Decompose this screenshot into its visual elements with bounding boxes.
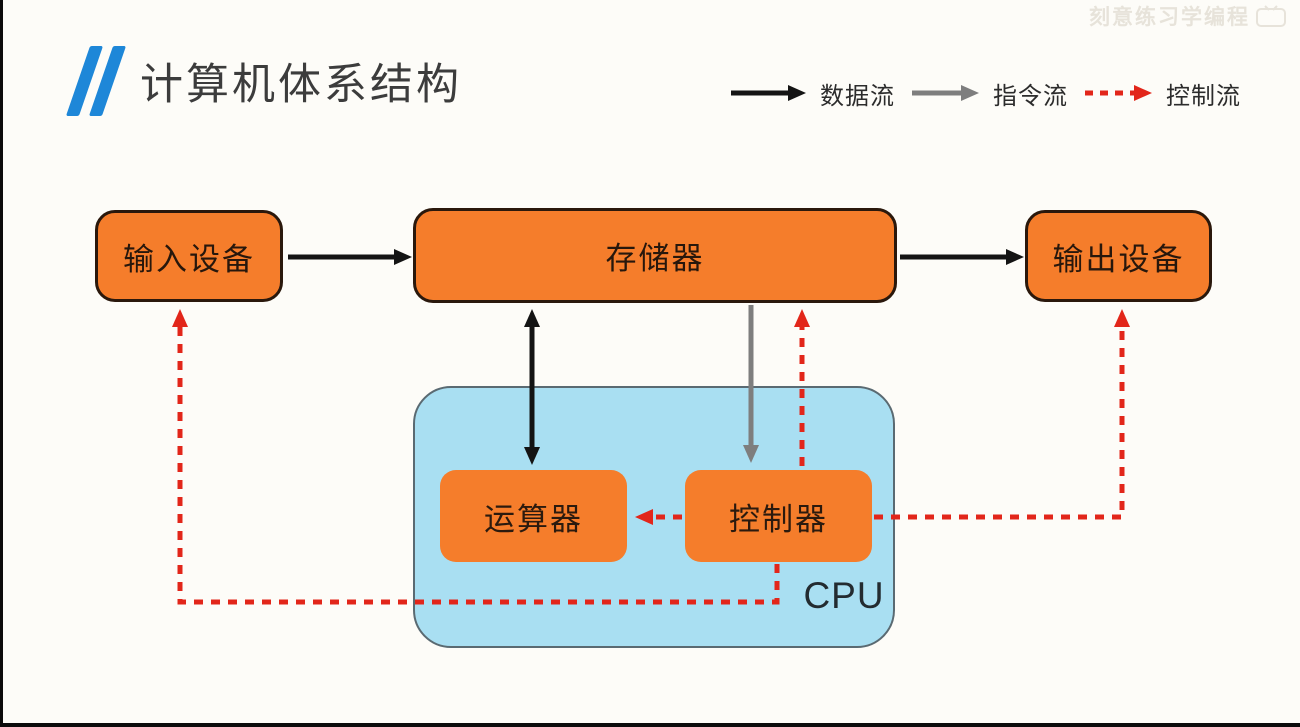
bottom-edge-strip [0, 723, 1300, 727]
node-label: 控制器 [729, 501, 828, 537]
data-flow-arrow-icon [731, 85, 806, 101]
legend-item-data-flow: 数据流 [728, 76, 895, 111]
instruction-flow-arrow-icon [912, 85, 979, 101]
legend-label: 控制流 [1166, 82, 1241, 110]
node-label: 存储器 [605, 241, 705, 276]
watermark-text: 刻意练习学编程 [1089, 6, 1250, 29]
left-edge-strip [0, 0, 3, 727]
node-output-device: 输出设备 [1025, 210, 1212, 302]
control-flow-arrow-icon [1085, 85, 1152, 101]
bilibili-logo-icon [1256, 5, 1286, 27]
legend: 数据流 指令流 控制流 [728, 76, 1241, 110]
page-title: 计算机体系结构 [140, 61, 462, 109]
title-block: 计算机体系结构 [65, 46, 462, 116]
node-label: 输入设备 [123, 241, 255, 277]
watermark: 刻意练习学编程 [1089, 1, 1286, 31]
legend-label: 指令流 [993, 82, 1068, 110]
node-memory: 存储器 [413, 208, 897, 303]
edge-cu-to-output [874, 309, 1130, 520]
node-input-device: 输入设备 [95, 210, 283, 302]
node-control-unit: 控制器 [685, 470, 872, 562]
legend-item-instruction-flow: 指令流 [909, 76, 1068, 111]
legend-item-control-flow: 控制流 [1082, 76, 1241, 111]
legend-label: 数据流 [820, 82, 895, 110]
cpu-label: CPU [803, 575, 885, 616]
node-label: 输出设备 [1052, 241, 1185, 277]
node-label: 运算器 [484, 501, 583, 537]
node-alu: 运算器 [440, 470, 627, 562]
